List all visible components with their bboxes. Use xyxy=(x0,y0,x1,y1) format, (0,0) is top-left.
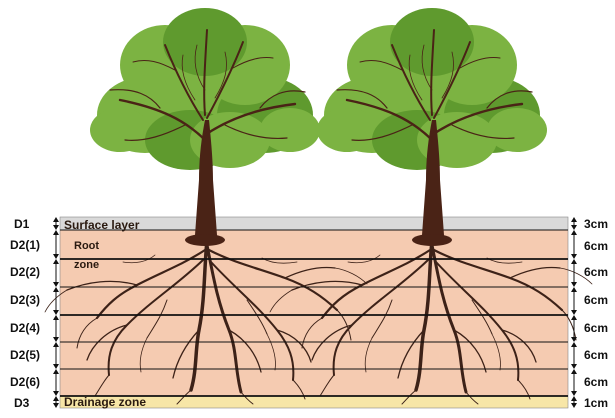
thickness-label-d2-5: 6cm xyxy=(584,348,608,362)
double-arrow-icon xyxy=(53,259,59,287)
arrow-head-down xyxy=(53,282,59,287)
arrow-head-up xyxy=(571,259,577,264)
thickness-label-d2-3: 6cm xyxy=(584,293,608,307)
layer-label-d2-3: D2(3) xyxy=(10,293,40,307)
arrow-head-down xyxy=(571,310,577,315)
layer-label-d1: D1 xyxy=(14,217,29,231)
soil-bands xyxy=(60,217,568,408)
double-arrow-icon xyxy=(571,369,577,396)
double-arrow-icon xyxy=(571,217,577,230)
double-arrow-icon xyxy=(53,217,59,230)
arrow-head-down xyxy=(571,364,577,369)
trunk-base xyxy=(412,234,452,246)
arrow-head-up xyxy=(53,396,59,401)
double-arrow-icon xyxy=(53,396,59,408)
layer-label-d3: D3 xyxy=(14,396,29,410)
arrow-head-up xyxy=(53,287,59,292)
arrow-head-down xyxy=(571,225,577,230)
thickness-label-d2-6: 6cm xyxy=(584,375,608,389)
arrow-head-down xyxy=(571,282,577,287)
arrow-head-down xyxy=(53,254,59,259)
trunk-base xyxy=(185,234,225,246)
thickness-label-d3: 1cm xyxy=(584,396,608,410)
arrow-head-down xyxy=(53,364,59,369)
drainage-zone-label: Drainage zone xyxy=(64,395,146,409)
arrow-head-up xyxy=(53,217,59,222)
double-arrow-icon xyxy=(571,396,577,408)
thickness-label-d1: 3cm xyxy=(584,217,608,231)
arrow-head-down xyxy=(53,225,59,230)
double-arrow-icon xyxy=(571,315,577,342)
arrow-head-up xyxy=(53,259,59,264)
arrow-head-up xyxy=(53,369,59,374)
tree-icon xyxy=(90,8,320,246)
trees xyxy=(90,8,547,246)
soil-band-2 xyxy=(60,230,568,259)
arrow-head-up xyxy=(571,287,577,292)
arrow-head-up xyxy=(571,217,577,222)
thickness-label-d2-4: 6cm xyxy=(584,321,608,335)
arrow-head-up xyxy=(571,315,577,320)
arrow-head-down xyxy=(571,254,577,259)
double-arrow-icon xyxy=(53,315,59,342)
double-arrow-icon xyxy=(571,342,577,369)
arrow-head-down xyxy=(53,310,59,315)
arrow-head-down xyxy=(53,403,59,408)
arrow-head-up xyxy=(571,342,577,347)
foliage-blob xyxy=(90,108,150,152)
thickness-label-d2-2: 6cm xyxy=(584,265,608,279)
layer-label-d2-2: D2(2) xyxy=(10,265,40,279)
layer-label-d2-1: D2(1) xyxy=(10,238,40,252)
arrow-head-up xyxy=(53,230,59,235)
root-zone-label-line1: Root xyxy=(74,240,99,252)
double-arrow-icon xyxy=(53,230,59,259)
layer-label-d2-4: D2(4) xyxy=(10,321,40,335)
surface-layer-label: Surface layer xyxy=(64,218,139,232)
arrow-head-down xyxy=(53,337,59,342)
double-arrow-icon xyxy=(571,230,577,259)
arrow-head-up xyxy=(571,396,577,401)
tree-icon xyxy=(317,8,547,246)
double-arrow-icon xyxy=(53,369,59,396)
arrow-head-up xyxy=(53,342,59,347)
layer-label-d2-5: D2(5) xyxy=(10,348,40,362)
arrow-head-down xyxy=(571,391,577,396)
double-arrow-icon xyxy=(53,342,59,369)
root-zone-label-line2: zone xyxy=(74,259,99,271)
arrow-head-down xyxy=(53,391,59,396)
arrow-head-up xyxy=(571,230,577,235)
layer-label-d2-6: D2(6) xyxy=(10,375,40,389)
soil-band-7 xyxy=(60,369,568,396)
double-arrow-icon xyxy=(53,287,59,315)
arrow-head-up xyxy=(571,369,577,374)
double-arrow-icon xyxy=(571,287,577,315)
foliage-blob xyxy=(317,108,377,152)
arrow-head-up xyxy=(53,315,59,320)
thickness-label-d2-1: 6cm xyxy=(584,239,608,253)
arrow-head-down xyxy=(571,403,577,408)
